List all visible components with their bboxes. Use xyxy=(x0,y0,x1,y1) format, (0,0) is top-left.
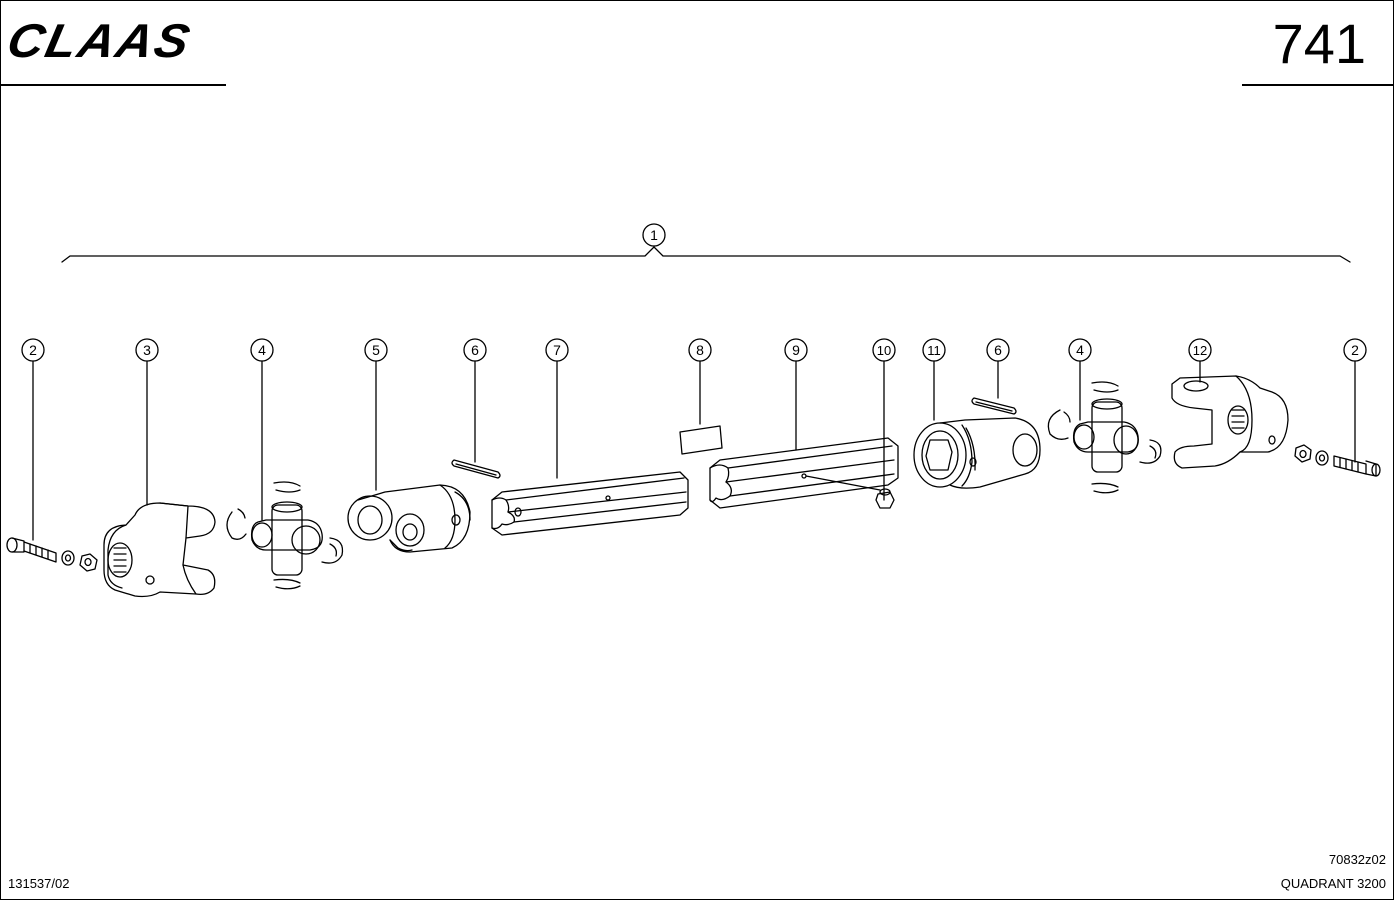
warning-label xyxy=(679,425,723,455)
callout-bubble xyxy=(922,338,946,362)
callout-bubble xyxy=(872,338,896,362)
model-name: QUADRANT 3200 xyxy=(1280,876,1386,891)
callout-bubble xyxy=(135,338,159,362)
callout-bubble xyxy=(21,338,45,362)
callout-bubble-assembly xyxy=(642,223,666,247)
inner-yoke xyxy=(347,484,471,553)
callout-yoke-right: 12 xyxy=(1193,343,1207,358)
bolt-right xyxy=(1294,444,1381,477)
callout-bolt-right: 2 xyxy=(1351,342,1359,358)
spring-pin-right xyxy=(971,397,1017,415)
callout-bubble xyxy=(688,338,712,362)
drawing-code: 70832z02 xyxy=(1328,852,1386,867)
yoke-right xyxy=(1171,375,1289,469)
callout-bubble xyxy=(1188,338,1212,362)
grease-nipple xyxy=(875,488,895,509)
header-rule-right xyxy=(1242,84,1394,86)
yoke-left xyxy=(103,502,216,598)
callout-assembly: 1 xyxy=(650,227,658,243)
callout-pin-left: 6 xyxy=(471,342,479,358)
callout-inner-tube: 7 xyxy=(553,342,561,358)
callout-bubble xyxy=(250,338,274,362)
cross-joint-left xyxy=(226,481,344,590)
callout-label: 8 xyxy=(696,342,704,358)
leader-lines xyxy=(32,360,1356,541)
callout-cross-right: 4 xyxy=(1076,342,1084,358)
spring-pin-left xyxy=(451,459,501,479)
callout-bubble xyxy=(784,338,808,362)
callout-inner-yoke: 5 xyxy=(372,342,380,358)
outer-yoke xyxy=(913,417,1041,489)
callout-outer-tube: 9 xyxy=(792,342,800,358)
cross-joint-right xyxy=(1047,381,1162,494)
callout-grease-nipple: 10 xyxy=(877,343,891,358)
callout-pin-right: 6 xyxy=(994,342,1002,358)
callout-bolt-left: 2 xyxy=(29,342,37,358)
inner-profile-tube xyxy=(491,471,689,536)
page-number: 741 xyxy=(1272,12,1366,75)
outer-profile-tube xyxy=(709,437,899,509)
document-code: 131537/02 xyxy=(8,876,70,891)
callout-bubble xyxy=(1343,338,1367,362)
callout-bubble xyxy=(463,338,487,362)
callout-bubble xyxy=(986,338,1010,362)
assembly-bracket xyxy=(61,246,1351,263)
callout-yoke-left: 3 xyxy=(143,342,151,358)
callout-cross-left: 4 xyxy=(258,342,266,358)
callout-bubble xyxy=(364,338,388,362)
bolt-left xyxy=(6,537,98,572)
callout-outer-yoke: 11 xyxy=(927,343,941,358)
callout-bubble xyxy=(545,338,569,362)
callout-bubble xyxy=(1068,338,1092,362)
header-rule-left xyxy=(0,84,226,86)
